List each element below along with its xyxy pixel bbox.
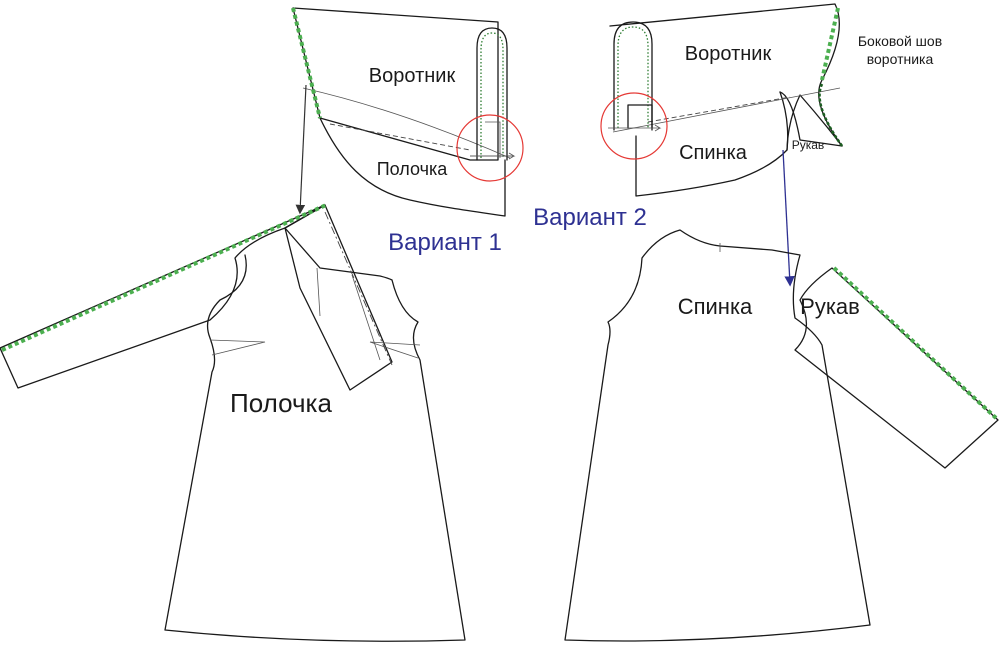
variant2-sleeve-green-seam xyxy=(832,266,998,420)
variant1-collar-pleat-stitch xyxy=(480,32,504,158)
variant2-sleeve-label: Рукав xyxy=(800,294,860,319)
variant2-sleeve-small-outline xyxy=(786,94,843,151)
variant1-front-piece: Полочка xyxy=(0,203,466,642)
variant2-arrow xyxy=(782,149,795,287)
variant2-title: Вариант 2 xyxy=(533,204,647,231)
variant2-collar-pleat-stitch xyxy=(617,26,649,128)
variant1-highlight-circle xyxy=(456,114,524,182)
variant1-collar-pleat xyxy=(476,27,508,161)
variant1-lapel-inner-line xyxy=(316,267,381,361)
variant2-sleeve-outline xyxy=(794,267,999,469)
variant1-pleat-detail xyxy=(470,121,512,158)
variant1-collar-green-seam xyxy=(291,7,322,119)
variant1-front-label: Полочка xyxy=(230,388,332,418)
variant2-collar-pleat-inner xyxy=(627,104,653,129)
variant1-dart-left xyxy=(209,339,266,356)
variant2-highlight-circle xyxy=(600,92,668,160)
variant1-collar-stitch-line xyxy=(329,123,471,151)
variant1-front-body-outline xyxy=(164,227,466,642)
variant2-back-small-label: Спинка xyxy=(679,142,748,164)
variant2-collar-dark-seam xyxy=(818,83,844,147)
variant2-collar-side-seam-line2: воротника xyxy=(867,51,934,67)
variant2-collar-stitch-line xyxy=(647,96,791,123)
variant2-collar-green-seam xyxy=(820,7,840,81)
variant1-front-small-label: Полочка xyxy=(377,159,449,179)
variant2-sleeve-small-label: Рукав xyxy=(792,138,825,152)
variant1-dart-right xyxy=(369,341,421,359)
variant1-lapel-outline xyxy=(284,204,393,391)
variant1-collar-label: Воротник xyxy=(369,65,456,87)
variant2-collar-fold-line xyxy=(612,87,841,133)
variant1-pleat-arrow xyxy=(470,152,516,160)
variant1-collar-piece: Воротник Полочка xyxy=(291,7,524,217)
variant2-collar-pleat xyxy=(613,21,653,131)
variant1-group: Воротник Полочка Вариант 1 Полочка xyxy=(0,7,524,642)
variant2-pleat-arrow xyxy=(608,124,662,132)
variant1-shoulder-green-seam xyxy=(1,203,327,352)
variant2-back-small-outline xyxy=(635,91,789,197)
variant1-sleeve-outline xyxy=(0,204,326,389)
variant2-back-piece: Спинка Рукав xyxy=(564,229,999,642)
variant2-collar-piece: Воротник Спинка Рукав Боковой шов воротн… xyxy=(600,3,942,197)
variant2-group: Воротник Спинка Рукав Боковой шов воротн… xyxy=(533,3,999,642)
variant1-lapel-center-line xyxy=(324,211,393,366)
variant1-arrow xyxy=(295,84,307,215)
variant1-front-small-outline xyxy=(319,117,506,217)
variant2-collar-side-seam-line1: Боковой шов xyxy=(858,33,942,49)
variant2-collar-label: Воротник xyxy=(685,43,772,65)
variant2-back-body-outline xyxy=(564,229,871,642)
variant1-collar-fold-line xyxy=(302,87,511,159)
variant1-title: Вариант 1 xyxy=(388,229,502,256)
variant2-back-label: Спинка xyxy=(678,294,753,319)
